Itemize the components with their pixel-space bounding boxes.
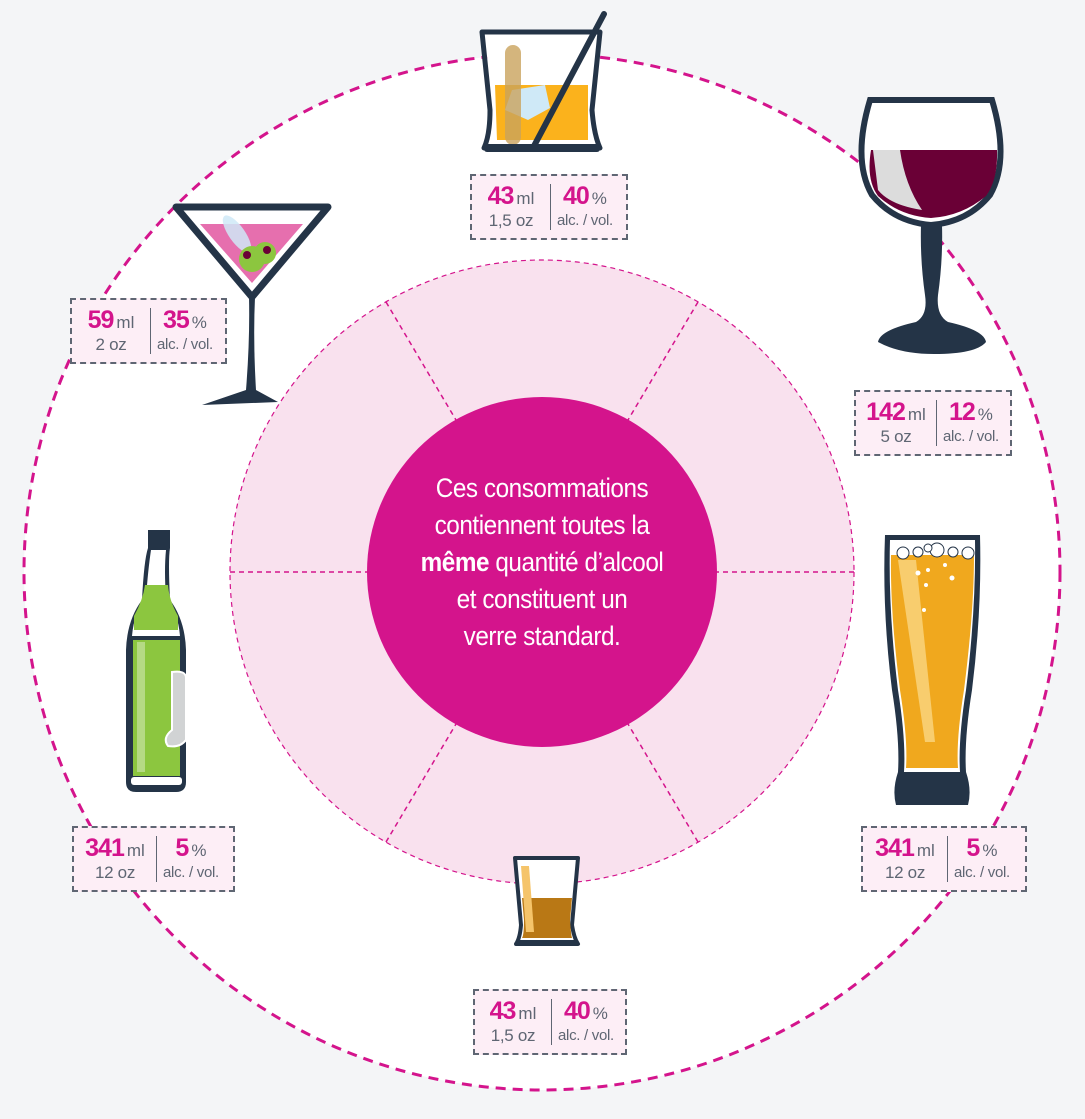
abv-label: alc. / vol. <box>943 428 999 445</box>
abv-label: alc. / vol. <box>163 864 219 881</box>
abv-label: alc. / vol. <box>558 1027 614 1044</box>
rocks-glass-icon <box>479 11 607 152</box>
volume-ml: 341 <box>85 834 125 862</box>
center-message-line: même quantité d’alcool <box>385 544 700 581</box>
center-message-line: verre standard. <box>463 621 621 651</box>
volume-ml: 142 <box>866 398 906 426</box>
center-message-line: Ces consommations <box>435 473 649 503</box>
ml-unit: ml <box>116 313 135 332</box>
abv-value: 35 <box>162 306 190 334</box>
center-message-fragment: quantité d’alcool <box>489 547 664 577</box>
volume-oz: 2 oz <box>95 335 127 354</box>
volume-ml: 59 <box>87 306 115 334</box>
center-message-line: et constituent un <box>456 584 628 614</box>
beer-bottle-icon <box>126 530 187 792</box>
volume-ml: 341 <box>875 834 915 862</box>
center-circle <box>367 397 717 747</box>
center-message-line: contiennent toutes la <box>434 510 650 540</box>
volume-oz: 12 oz <box>94 863 136 882</box>
abv-label: alc. / vol. <box>557 212 613 229</box>
wine-glass-icon <box>858 97 1004 354</box>
emphasis-meme: même <box>420 547 490 577</box>
ml-unit: ml <box>916 841 935 860</box>
volume-oz: 1,5 oz <box>488 211 534 230</box>
center-message: Ces consommations contiennent toutes la … <box>385 470 700 655</box>
abv-value: 40 <box>563 997 591 1025</box>
volume-ml: 43 <box>487 182 515 210</box>
pct-unit: % <box>592 1004 608 1023</box>
shot-glass-icon <box>513 856 580 946</box>
abv-value: 40 <box>562 182 590 210</box>
pct-unit: % <box>591 189 607 208</box>
volume-ml: 43 <box>489 997 517 1025</box>
martini-glass-icon <box>172 203 332 405</box>
pct-unit: % <box>191 841 207 860</box>
ml-unit: ml <box>907 405 926 424</box>
abv-label: alc. / vol. <box>954 864 1010 881</box>
abv-label: alc. / vol. <box>157 336 213 353</box>
segment-dividers <box>230 301 854 843</box>
volume-oz: 12 oz <box>884 863 926 882</box>
volume-oz: 5 oz <box>880 427 912 446</box>
ml-unit: ml <box>518 1004 537 1023</box>
ml-unit: ml <box>516 189 535 208</box>
ml-unit: ml <box>126 841 145 860</box>
beer-pint-glass-icon <box>884 535 981 805</box>
volume-oz: 1,5 oz <box>490 1026 536 1045</box>
abv-value: 5 <box>966 834 980 862</box>
abv-value: 12 <box>948 398 976 426</box>
pct-unit: % <box>977 405 993 424</box>
pct-unit: % <box>191 313 207 332</box>
pct-unit: % <box>982 841 998 860</box>
abv-value: 5 <box>175 834 189 862</box>
